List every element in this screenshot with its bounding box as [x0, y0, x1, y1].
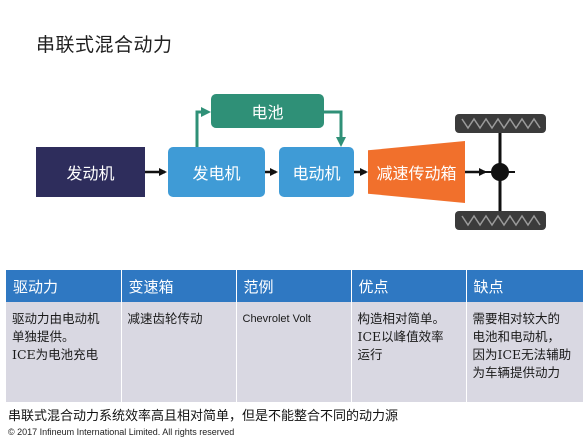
table-row: 驱动力由电动机 单独提供。 ICE为电池充电 减速齿轮传动 Chevrolet …: [6, 302, 584, 402]
cell-example: Chevrolet Volt: [236, 302, 352, 402]
cell-disadvantages: 需要相对较大的 电池和电动机， 因为ICE无法辅助 为车辆提供动力: [466, 302, 584, 402]
tire-top: [455, 114, 546, 133]
engine-box: 发动机: [36, 147, 145, 197]
page-title: 串联式混合动力: [36, 34, 173, 56]
arrow-generator-to-battery: [195, 107, 211, 147]
generator-box: 发电机: [168, 147, 265, 197]
summary-note: 串联式混合动力系统效率高且相对简单，但是不能整合不同的动力源: [8, 409, 399, 424]
comparison-table: 驱动力 变速箱 范例 优点 缺点 驱动力由电动机 单独提供。 ICE为电池充电 …: [6, 270, 584, 402]
header-drive-force: 驱动力: [6, 270, 122, 302]
cell-line: 单独提供。: [12, 329, 75, 344]
cell-line: 驱动力由电动机: [12, 311, 100, 326]
table-header-row: 驱动力 变速箱 范例 优点 缺点: [6, 270, 584, 302]
cell-line: 构造相对简单。: [357, 311, 446, 326]
axle-assembly: [455, 114, 546, 230]
header-transmission: 变速箱: [121, 270, 237, 302]
cell-line: Chevrolet Volt: [242, 313, 311, 325]
cell-line: 电池和电动机，: [472, 329, 561, 344]
tire-bottom: [455, 211, 546, 230]
cell-line: 为车辆提供动力: [472, 365, 561, 380]
cell-line: 需要相对较大的: [472, 311, 561, 326]
drivetrain-diagram: [145, 107, 546, 230]
cell-drive-force: 驱动力由电动机 单独提供。 ICE为电池充电: [6, 302, 122, 402]
cell-line: ICE以峰值效率: [357, 329, 444, 344]
arrow-battery-to-motor: [324, 110, 346, 147]
cell-line: 运行: [357, 347, 383, 362]
header-advantages: 优点: [351, 270, 467, 302]
motor-box: 电动机: [279, 147, 354, 197]
copyright-text: © 2017 Infineum International Limited. A…: [8, 427, 235, 437]
cell-transmission: 减速齿轮传动: [121, 302, 237, 402]
cell-line: 减速齿轮传动: [127, 311, 203, 326]
header-example: 范例: [236, 270, 352, 302]
header-disadvantages: 缺点: [466, 270, 584, 302]
differential-hub: [491, 163, 509, 181]
reducer-box: 减速传动箱: [368, 141, 465, 203]
cell-line: ICE为电池充电: [12, 347, 99, 362]
battery-box: 电池: [211, 94, 324, 128]
cell-advantages: 构造相对简单。 ICE以峰值效率 运行: [351, 302, 467, 402]
cell-line: 因为ICE无法辅助: [472, 347, 572, 362]
